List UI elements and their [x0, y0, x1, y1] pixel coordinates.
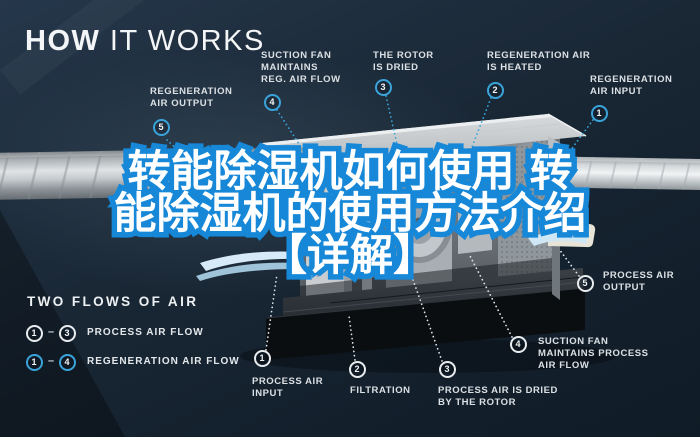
label-line: MAINTAINS — [261, 62, 319, 73]
suction-fan — [458, 186, 492, 254]
label-line: REGENERATION — [590, 74, 673, 85]
label-filtration: FILTRATION — [350, 385, 411, 397]
legend-dash: – — [47, 326, 55, 338]
circle-regen-1: 1 — [590, 104, 608, 122]
label-line: MAINTAINS PROCESS — [538, 348, 649, 359]
legend-label-regeneration: REGENERATION AIR FLOW — [87, 356, 240, 367]
leader-process-4 — [468, 253, 513, 338]
process-air-input-arrow — [200, 251, 300, 271]
circle-regen-3: 3 — [374, 78, 392, 96]
rotor — [385, 181, 453, 263]
label-line: OUTPUT — [603, 282, 646, 293]
label-regen-air-input: REGENERATION AIR INPUT — [590, 74, 672, 98]
legend-circle-3: 3 — [58, 324, 76, 342]
label-process-air-dried: PROCESS AIR IS DRIED BY THE ROTOR — [438, 385, 558, 409]
label-line: AIR OUTPUT — [150, 98, 214, 109]
legend-circle-1a: 1 — [25, 324, 43, 342]
circle-process-2: 2 — [348, 360, 366, 378]
label-process-air-input: PROCESS AIR INPUT — [252, 376, 323, 400]
airflow-arrows — [196, 232, 588, 281]
label-line: BY THE ROTOR — [438, 397, 517, 408]
circle-process-4: 4 — [509, 335, 527, 353]
label-rotor-dried: THE ROTOR IS DRIED — [373, 50, 434, 74]
legend-circle-4: 4 — [58, 353, 76, 371]
leader-process-3 — [406, 262, 443, 362]
leader-lines — [166, 95, 594, 362]
label-line: PROCESS AIR IS DRIED — [438, 385, 558, 396]
label-suction-fan-reg: SUCTION FAN MAINTAINS REG. AIR FLOW — [261, 50, 341, 86]
circle-process-1: 1 — [253, 349, 271, 367]
label-line: IS DRIED — [373, 62, 419, 73]
label-line: REGENERATION — [150, 86, 233, 97]
circle-regen-5: 5 — [152, 118, 170, 136]
label-line: PROCESS AIR — [603, 270, 675, 281]
legend-dash: – — [47, 355, 55, 367]
leader-regen-1 — [555, 119, 594, 171]
right-spiral-duct — [555, 156, 700, 191]
leader-regen-3 — [385, 95, 404, 171]
label-line: IS HEATED — [487, 62, 542, 73]
process-air-input-arrow-2 — [196, 262, 300, 281]
process-air-output-arrow — [528, 232, 588, 246]
leader-regen-2 — [462, 97, 492, 171]
label-line: INPUT — [252, 388, 284, 399]
page-title: HOW IT WORKS — [25, 25, 265, 58]
label-line: THE ROTOR — [373, 50, 434, 61]
perforated-panel — [498, 136, 552, 292]
circle-process-3: 3 — [438, 360, 456, 378]
title-how: HOW — [25, 25, 101, 57]
legend-title: TWO FLOWS OF AIR — [27, 294, 199, 309]
leader-regen-5 — [166, 139, 185, 157]
label-line: FILTRATION — [350, 385, 411, 396]
label-regeneration-air-output: REGENERATION AIR OUTPUT — [150, 86, 232, 110]
leader-process-1 — [265, 273, 278, 351]
leader-process-2 — [348, 315, 356, 361]
label-line: REGENERATION AIR — [487, 50, 591, 61]
leader-regen-4 — [276, 109, 317, 171]
label-line: REG. AIR FLOW — [261, 74, 341, 85]
label-process-air-output: PROCESS AIR OUTPUT — [603, 270, 674, 294]
label-line: SUCTION FAN — [538, 336, 609, 347]
label-line: AIR FLOW — [538, 360, 590, 371]
label-line: AIR INPUT — [590, 86, 643, 97]
label-line: SUCTION FAN — [261, 50, 332, 61]
label-regen-air-heated: REGENERATION AIR IS HEATED — [487, 50, 590, 74]
legend-label-process: PROCESS AIR FLOW — [87, 327, 204, 338]
left-spiral-duct — [0, 147, 325, 200]
circle-regen-2: 2 — [486, 81, 504, 99]
label-suction-fan-process: SUCTION FAN MAINTAINS PROCESS AIR FLOW — [538, 336, 649, 372]
leader-process-5 — [558, 248, 580, 277]
machine-cutaway — [240, 113, 616, 373]
circle-process-5: 5 — [576, 274, 594, 292]
circle-regen-4: 4 — [263, 93, 281, 111]
legend-circle-1b: 1 — [25, 353, 43, 371]
label-line: PROCESS AIR — [252, 376, 324, 387]
title-it-works: IT WORKS — [100, 25, 265, 57]
